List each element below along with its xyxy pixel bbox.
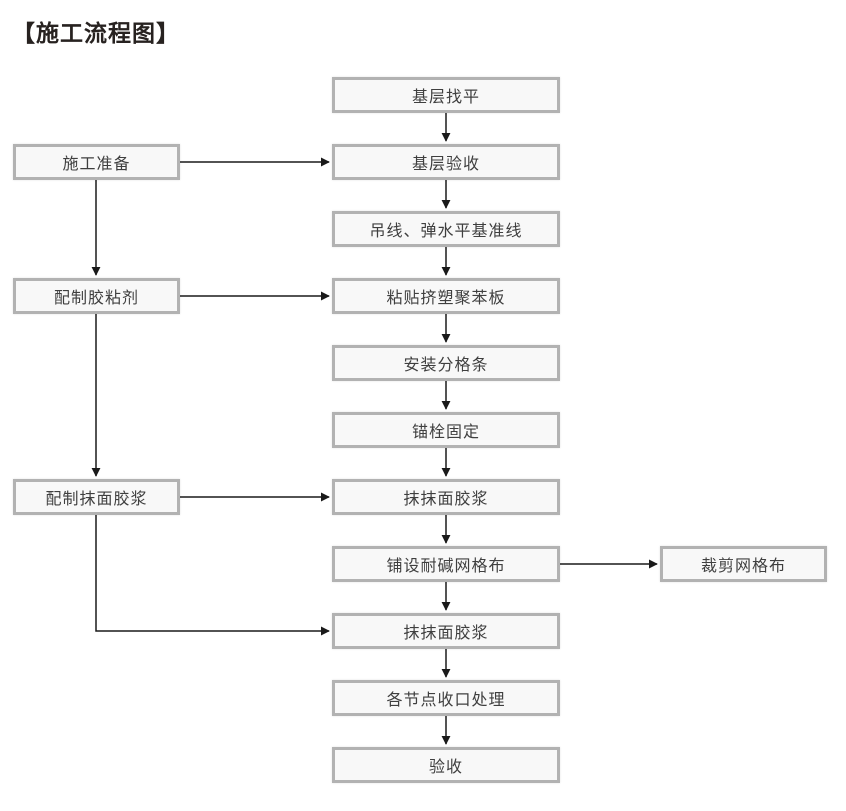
step-base-acceptance: 基层验收 bbox=[332, 144, 560, 180]
step-prepare-adhesive: 配制胶粘剂 bbox=[13, 278, 180, 314]
step-hang-datum-lines: 吊线、弹水平基准线 bbox=[332, 211, 560, 247]
step-cut-mesh: 裁剪网格布 bbox=[660, 546, 827, 582]
step-apply-plaster-2: 抹抹面胶浆 bbox=[332, 613, 560, 649]
step-paste-xps-board: 粘贴挤塑聚苯板 bbox=[332, 278, 560, 314]
step-base-leveling: 基层找平 bbox=[332, 77, 560, 113]
step-apply-plaster-1: 抹抹面胶浆 bbox=[332, 479, 560, 515]
step-node-closure: 各节点收口处理 bbox=[332, 680, 560, 716]
step-construction-prep: 施工准备 bbox=[13, 144, 180, 180]
step-lay-alkali-mesh: 铺设耐碱网格布 bbox=[332, 546, 560, 582]
step-prepare-plaster: 配制抹面胶浆 bbox=[13, 479, 180, 515]
step-install-divider-strips: 安装分格条 bbox=[332, 345, 560, 381]
page-title: 【施工流程图】 bbox=[12, 20, 180, 46]
step-anchor-bolt-fixing: 锚栓固定 bbox=[332, 412, 560, 448]
arrow-plaster-to-apply2-elbow bbox=[95, 515, 330, 636]
step-final-acceptance: 验收 bbox=[332, 747, 560, 783]
